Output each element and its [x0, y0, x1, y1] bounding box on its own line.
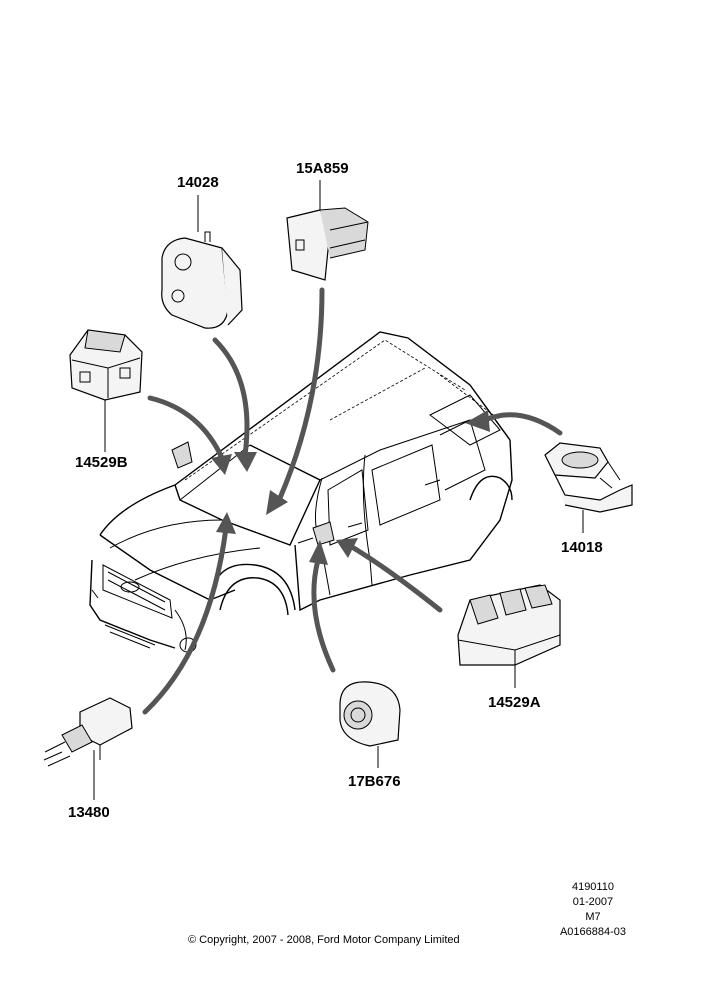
vehicle-illustration	[89, 331, 513, 653]
drawing-metadata: 4190110 01-2007 M7 A0166884-03	[560, 880, 626, 940]
part-14018-switch: 14018	[544, 442, 633, 556]
label-15A859: 15A859	[296, 160, 349, 177]
label-14028: 14028	[177, 174, 219, 191]
label-13480: 13480	[68, 804, 110, 821]
part-17B676-switch: 17B676	[339, 681, 401, 790]
part-13480-switch: 13480	[43, 697, 133, 821]
arrows	[142, 287, 563, 715]
copyright-notice: © Copyright, 2007 - 2008, Ford Motor Com…	[188, 934, 460, 946]
drawing-number: 4190110	[571, 881, 614, 893]
part-15A859-switch: 15A859	[286, 160, 369, 281]
label-14018: 14018	[561, 539, 603, 556]
label-17B676: 17B676	[348, 773, 401, 790]
drawing-model-code: M7	[585, 911, 601, 923]
drawing-date: 01-2007	[572, 896, 614, 908]
part-14529A-switch: 14529A	[457, 584, 561, 711]
label-14529B: 14529B	[75, 454, 128, 471]
label-14529A: 14529A	[488, 694, 541, 711]
part-14028-switch: 14028	[161, 174, 243, 329]
drawing-reference: A0166884-03	[559, 926, 626, 938]
part-14529B-switch: 14529B	[69, 329, 143, 471]
